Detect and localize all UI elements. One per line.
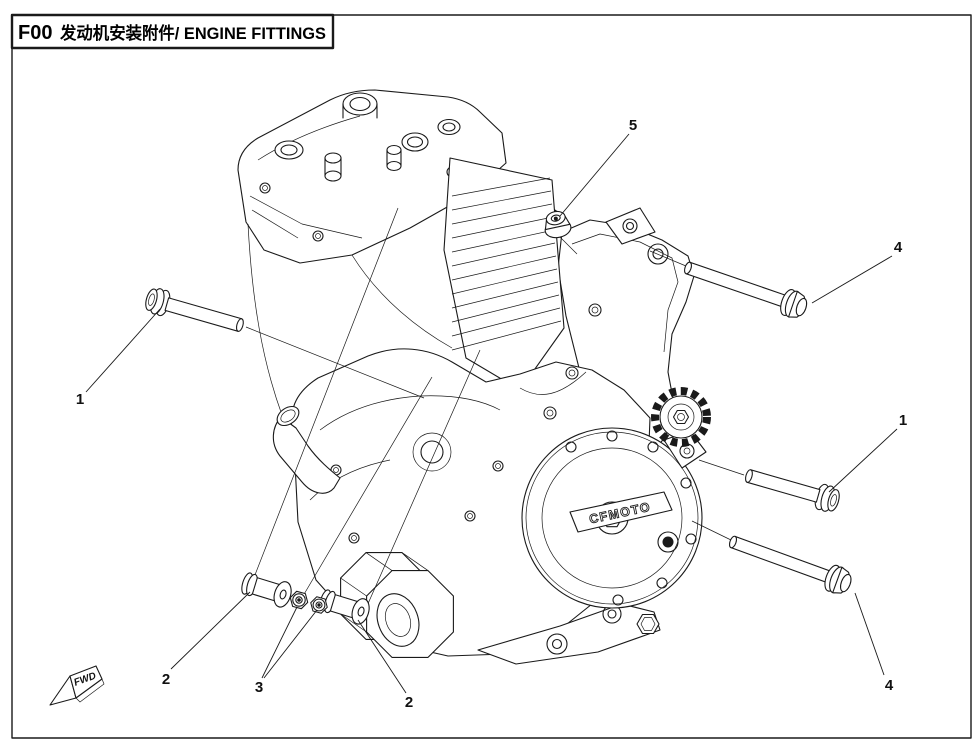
title-box: F00 发动机安装附件/ ENGINE FITTINGS	[10, 13, 335, 50]
callout-4-top-label: 4	[894, 239, 903, 256]
coolant-hose	[272, 405, 341, 494]
part-nut-3b	[310, 596, 328, 614]
callout-4-bottom-label: 4	[885, 677, 894, 694]
leader-lines	[85, 133, 898, 694]
part-bolt-1-right	[744, 469, 840, 512]
part-bolt-1-left	[145, 288, 244, 332]
valve-cover	[237, 89, 507, 264]
fwd-arrow: FWD	[49, 665, 105, 706]
part-bolt-4-top-right	[684, 261, 808, 318]
page-title: 发动机安装附件/ ENGINE FITTINGS	[59, 23, 326, 43]
callout-1-left-label: 1	[76, 391, 84, 408]
part-spacer-2-left	[241, 572, 292, 608]
bottom-mount-plate	[477, 603, 661, 665]
water-pump	[412, 432, 452, 472]
drive-sprocket	[651, 387, 711, 469]
callout-1-right-label: 1	[899, 412, 907, 429]
clutch-cover: CFMOTO	[521, 427, 703, 609]
part-nut-5	[544, 210, 572, 239]
construction-lines	[245, 207, 745, 616]
callout-2-left-label: 2	[162, 671, 170, 688]
callout-2-right-label: 2	[405, 694, 413, 711]
engine-drawing: CFMOTO	[237, 89, 711, 665]
spark-plug-caps	[259, 92, 461, 242]
callout-5-label: 5	[629, 117, 637, 134]
cylinder-fins	[443, 157, 565, 391]
callout-3-label: 3	[255, 679, 263, 696]
title-code: F00	[18, 22, 52, 44]
part-nut-3a	[289, 590, 309, 610]
part-bolt-4-bottom-right	[728, 535, 852, 594]
part-spacer-2-right	[319, 589, 370, 625]
